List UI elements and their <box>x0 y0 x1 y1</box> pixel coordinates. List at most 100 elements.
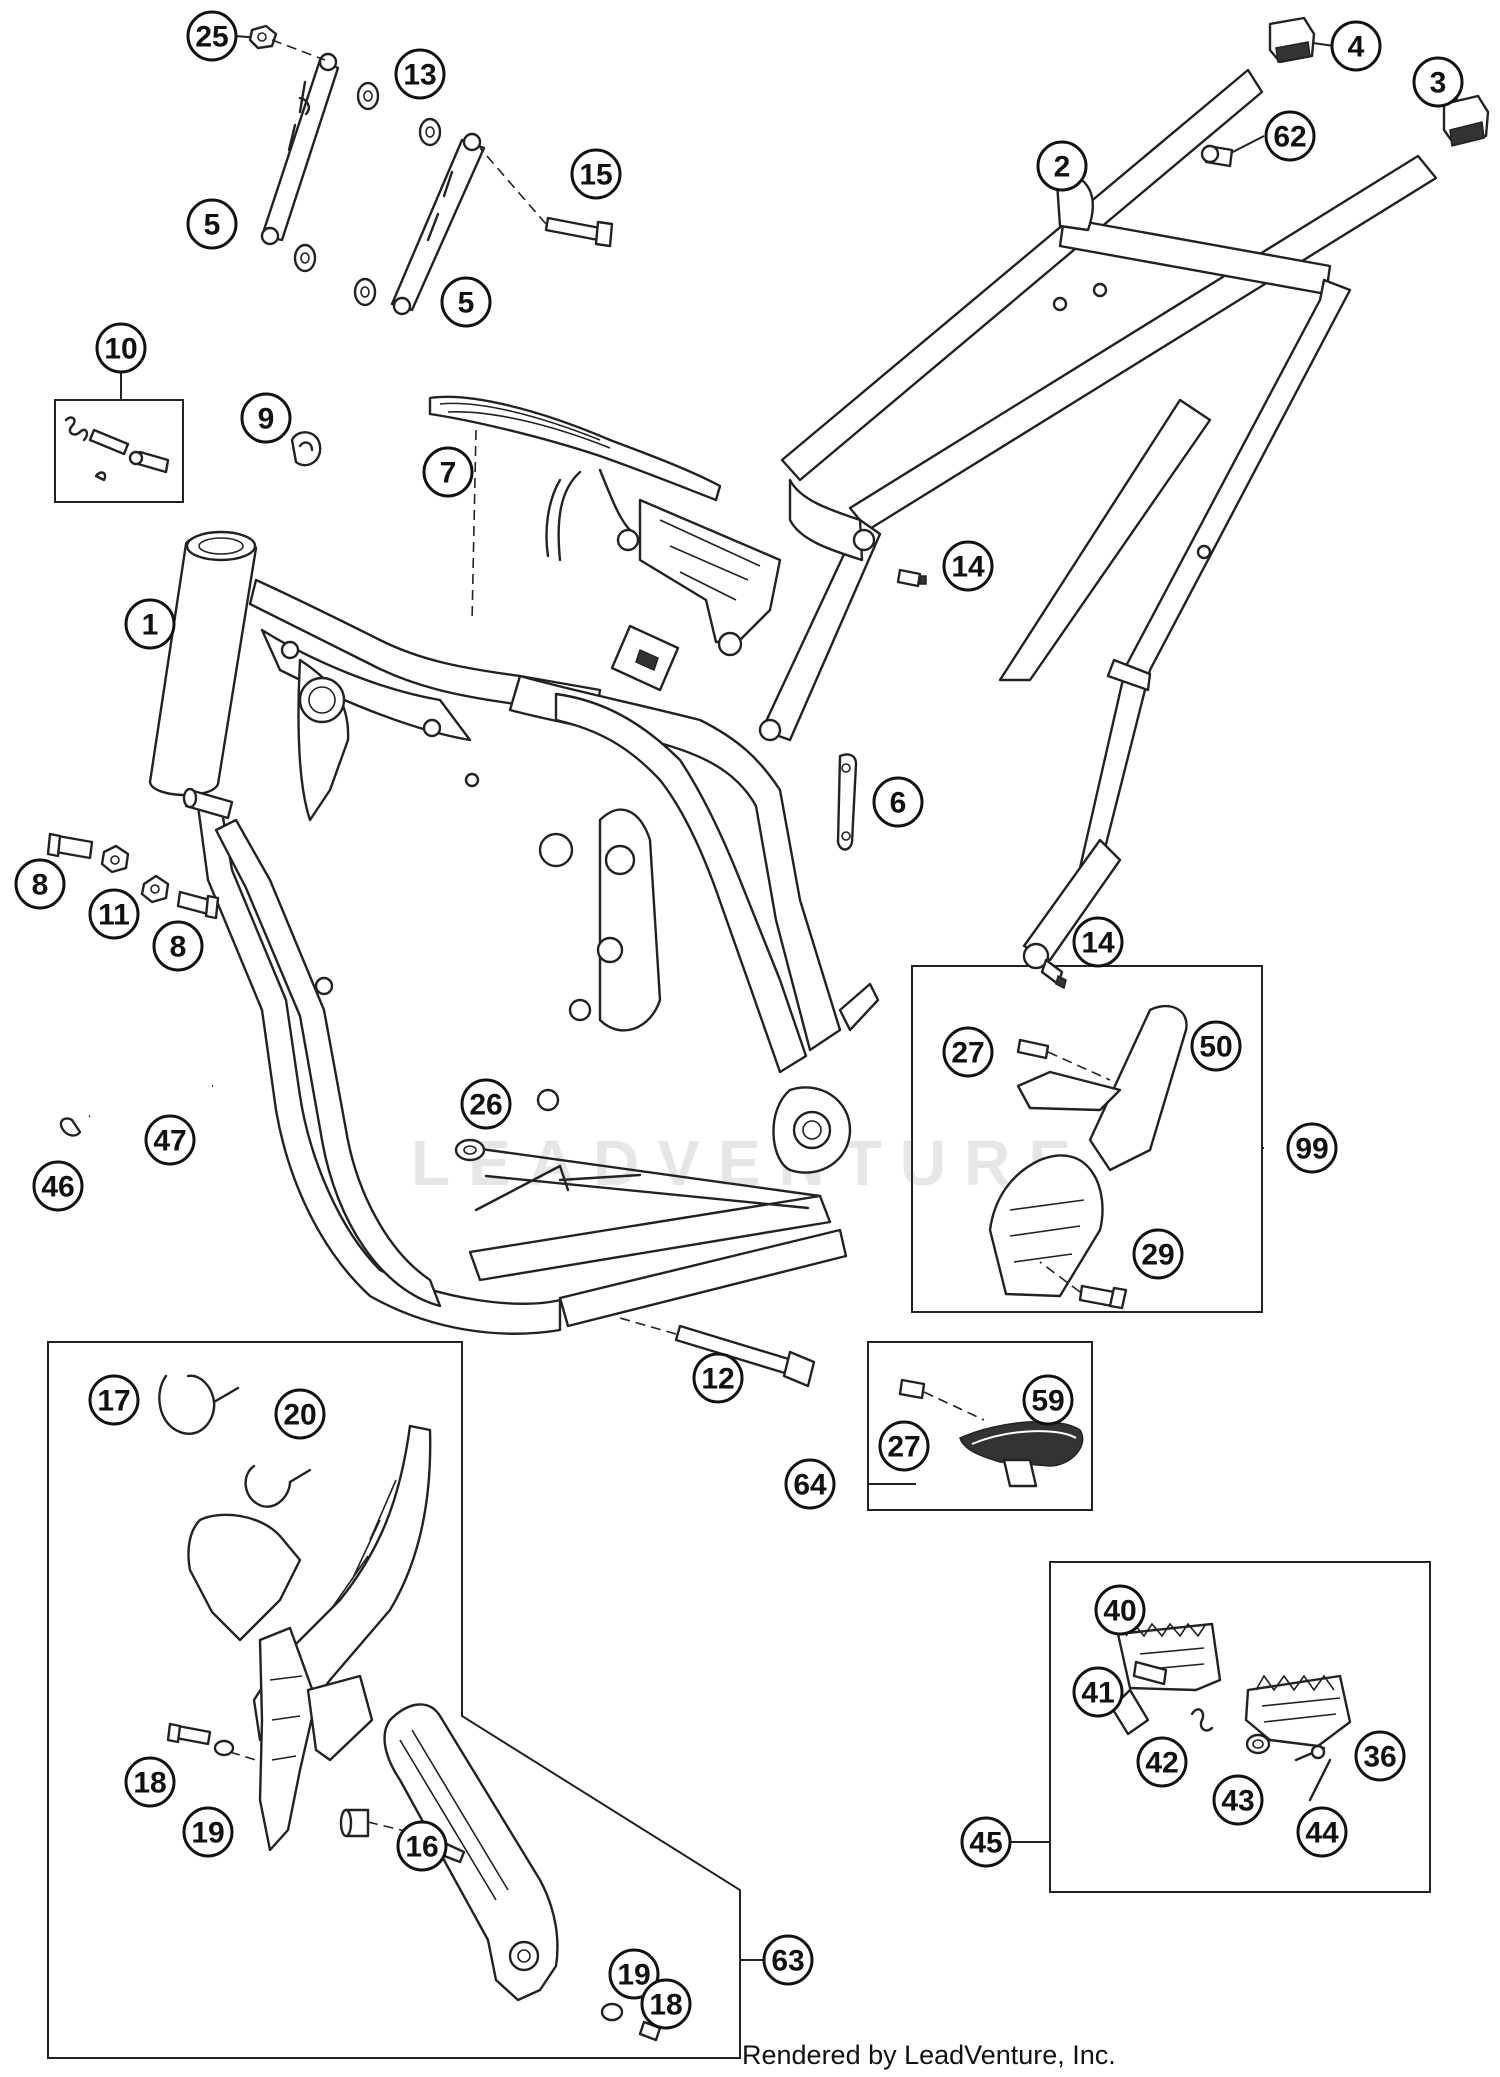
hose-47 <box>88 1083 214 1119</box>
svg-text:64: 64 <box>793 1469 827 1502</box>
svg-text:6: 6 <box>890 787 907 820</box>
callout-12: 12 <box>692 1352 744 1404</box>
cap-4 <box>1268 16 1316 64</box>
svg-text:18: 18 <box>133 1767 166 1800</box>
footer-credit: Rendered by LeadVenture, Inc. <box>742 2040 1116 2070</box>
callout-42: 42 <box>1136 1736 1188 1788</box>
svg-text:43: 43 <box>1221 1785 1254 1818</box>
svg-text:62: 62 <box>1273 121 1306 154</box>
bolt-8-left <box>46 832 94 860</box>
svg-text:5: 5 <box>458 287 475 320</box>
svg-text:27: 27 <box>887 1431 920 1464</box>
svg-text:14: 14 <box>1081 927 1115 960</box>
callout-59: 59 <box>1022 1374 1074 1426</box>
callout-29: 29 <box>1132 1228 1184 1280</box>
callout-3: 3 <box>1412 56 1464 108</box>
callout-18-right: 18 <box>640 1978 692 2030</box>
svg-text:7: 7 <box>440 457 457 490</box>
callout-62: 62 <box>1264 110 1316 162</box>
svg-text:20: 20 <box>283 1399 316 1432</box>
svg-text:2: 2 <box>1054 151 1071 184</box>
svg-text:40: 40 <box>1103 1595 1136 1628</box>
callout-15: 15 <box>570 148 622 200</box>
callout-8-left: 8 <box>14 858 66 910</box>
frame-guards-63 <box>158 1374 662 2042</box>
callout-11: 11 <box>88 888 140 940</box>
svg-text:42: 42 <box>1145 1747 1178 1780</box>
nut-25 <box>248 24 326 61</box>
footpegs-45 <box>1110 1622 1352 1802</box>
svg-text:19: 19 <box>191 1817 224 1850</box>
bolt-14-lower <box>1040 958 1067 990</box>
cap-3 <box>1442 94 1490 147</box>
callout-43: 43 <box>1212 1774 1264 1826</box>
callout-27-lower: 27 <box>878 1420 930 1472</box>
nut-11b <box>140 874 170 904</box>
svg-text:46: 46 <box>41 1171 74 1204</box>
callout-47: 47 <box>144 1114 196 1166</box>
callout-27-upper: 27 <box>942 1026 994 1078</box>
group-box-99 <box>911 965 1263 1313</box>
callout-9: 9 <box>240 392 292 444</box>
bolt-15 <box>479 147 614 248</box>
chain-guide-99 <box>988 1004 1188 1310</box>
grommet-26 <box>454 1138 486 1162</box>
svg-text:10: 10 <box>104 333 137 366</box>
link-lever-right <box>390 132 486 316</box>
svg-text:15: 15 <box>579 159 612 192</box>
callout-5-right: 5 <box>440 276 492 328</box>
callout-36: 36 <box>1354 1730 1406 1782</box>
callout-45: 45 <box>960 1816 1012 1868</box>
callout-50: 50 <box>1190 1020 1242 1072</box>
link-lever-left <box>260 52 340 246</box>
svg-text:45: 45 <box>969 1827 1002 1860</box>
svg-text:9: 9 <box>258 403 275 436</box>
svg-text:17: 17 <box>97 1385 130 1418</box>
callout-26: 26 <box>460 1078 512 1130</box>
main-frame <box>148 530 880 1335</box>
callout-6: 6 <box>872 776 924 828</box>
svg-text:8: 8 <box>170 931 187 964</box>
clip-46 <box>59 1117 82 1137</box>
subframe-2 <box>758 68 1438 970</box>
svg-text:99: 99 <box>1295 1133 1328 1166</box>
svg-text:63: 63 <box>771 1945 804 1978</box>
svg-text:14: 14 <box>951 551 985 584</box>
callout-44: 44 <box>1296 1806 1348 1858</box>
bolt-8-right <box>176 890 220 920</box>
svg-text:29: 29 <box>1141 1239 1174 1272</box>
svg-text:36: 36 <box>1363 1741 1396 1774</box>
svg-text:8: 8 <box>32 869 49 902</box>
svg-text:59: 59 <box>1031 1385 1064 1418</box>
callout-18-left: 18 <box>124 1756 176 1808</box>
group-box-64 <box>867 1341 1093 1511</box>
svg-text:44: 44 <box>1305 1817 1339 1850</box>
callout-17: 17 <box>88 1374 140 1426</box>
callout-14-lower: 14 <box>1072 916 1124 968</box>
callout-40: 40 <box>1094 1584 1146 1636</box>
callout-5-left: 5 <box>186 198 238 250</box>
svg-text:47: 47 <box>153 1125 186 1158</box>
svg-text:12: 12 <box>701 1363 734 1396</box>
svg-text:5: 5 <box>204 209 221 242</box>
svg-text:41: 41 <box>1081 1677 1114 1710</box>
callout-25: 25 <box>186 10 238 62</box>
callout-8-right: 8 <box>152 920 204 972</box>
callout-4: 4 <box>1330 20 1382 72</box>
callout-63: 63 <box>762 1934 814 1986</box>
callout-2: 2 <box>1036 140 1088 192</box>
chain-slider-64 <box>898 1378 1084 1488</box>
strap-6 <box>836 753 858 851</box>
callout-19-right: 19 <box>608 1948 660 2000</box>
callout-41: 41 <box>1072 1666 1124 1718</box>
callout-14-upper: 14 <box>942 540 994 592</box>
bolt-14-upper <box>896 568 927 588</box>
svg-text:26: 26 <box>469 1089 502 1122</box>
callout-20: 20 <box>274 1388 326 1440</box>
callout-13: 13 <box>394 48 446 100</box>
callout-46: 46 <box>32 1160 84 1212</box>
group-box-45 <box>1049 1561 1431 1893</box>
group-box-10 <box>54 399 184 503</box>
callout-1: 1 <box>124 598 176 650</box>
